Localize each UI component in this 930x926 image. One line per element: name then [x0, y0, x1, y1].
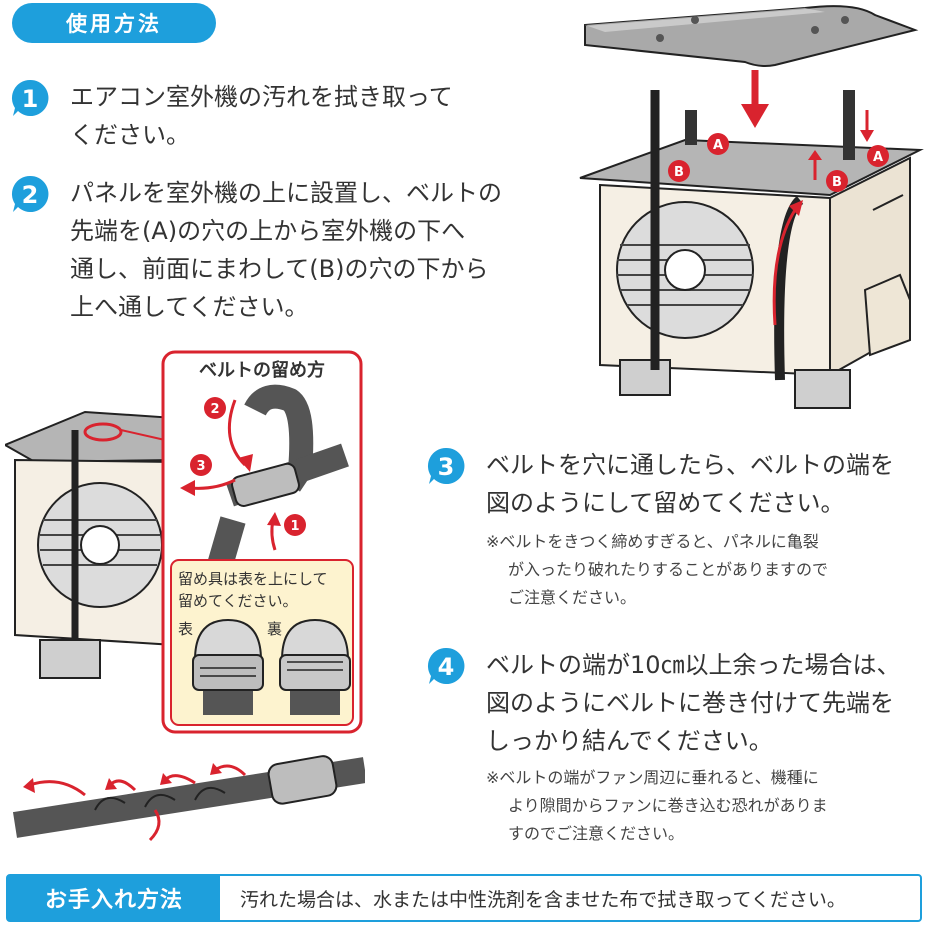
caution-line-1: 留め具は表を上にして	[178, 570, 328, 588]
care-instructions-bar: お手入れ方法 汚れた場合は、水または中性洗剤を含ませた布で拭き取ってください。	[6, 874, 922, 922]
step-4-text: ベルトの端が10㎝以上余った場合は、 図のようにベルトに巻き付けて先端を しっか…	[486, 646, 901, 760]
back-label: 裏	[267, 620, 282, 638]
step-4-line-2: 図のようにベルトに巻き付けて先端を	[486, 689, 894, 717]
step-4-line-3: しっかり結んでください。	[486, 727, 773, 755]
caution-line-2: 留めてください。	[178, 592, 298, 610]
step-4-note-line-1: ※ベルトの端がファン周辺に垂れると、機種に	[486, 768, 819, 787]
step-3-line-1: ベルトを穴に通したら、ベルトの端を	[486, 451, 894, 479]
step-3-badge-icon: 3	[427, 447, 465, 484]
step-3-line-2: 図のようにして留めてください。	[486, 489, 845, 517]
step-1-text: エアコン室外機の汚れを拭き取って ください。	[70, 78, 453, 154]
step-1-badge-icon: 1	[11, 79, 49, 116]
step-2-line-3: 通し、前面にまわして(B)の穴の下から	[70, 255, 489, 283]
belt-box-title: ベルトの留め方	[199, 359, 325, 381]
step-3-note-line-1: ※ベルトをきつく締めすぎると、パネルに亀裂	[486, 532, 819, 551]
care-instructions-label: お手入れ方法	[8, 876, 220, 920]
step-3-note-line-3: ご注意ください。	[508, 588, 637, 607]
label-a-right: A	[873, 150, 883, 165]
step-4-number: 4	[438, 653, 455, 681]
belt-fastening-diagram: ベルトの留め方 2 3 1 留め具は表を上にして 留めてください。 表 裏	[5, 350, 363, 734]
section-title-usage: 使用方法	[12, 3, 216, 43]
step-1-line-1: エアコン室外機の汚れを拭き取って	[70, 83, 453, 111]
step-3-number: 3	[438, 453, 455, 481]
step-3-text: ベルトを穴に通したら、ベルトの端を 図のようにして留めてください。	[486, 446, 894, 522]
step-4-line-1: ベルトの端が10㎝以上余った場合は、	[486, 651, 901, 679]
step-3-note: ※ベルトをきつく締めすぎると、パネルに亀裂 が入ったり破れたりすることがあります…	[486, 528, 828, 612]
step-2-line-1: パネルを室外機の上に設置し、ベルトの	[70, 179, 502, 207]
belt-step-2-label: 2	[210, 402, 219, 417]
step-2-line-4: 上へ通してください。	[70, 293, 309, 321]
step-1-line-2: ください。	[70, 121, 190, 149]
step-3-note-line-2: が入ったり破れたりすることがありますので	[508, 560, 829, 579]
step-1-number: 1	[22, 85, 39, 113]
step-4-badge-icon: 4	[427, 647, 465, 684]
belt-step-3-label: 3	[196, 459, 205, 474]
care-instructions-text: 汚れた場合は、水または中性洗剤を含ませた布で拭き取ってください。	[240, 888, 846, 911]
ac-unit-top-diagram: A A B B	[579, 5, 924, 409]
step-4-note-line-3: すのでご注意ください。	[508, 824, 685, 843]
step-4-note: ※ベルトの端がファン周辺に垂れると、機種に より隙間からファンに巻き込む恐れがあ…	[486, 764, 828, 848]
label-b-left: B	[674, 165, 684, 180]
step-2-badge-icon: 2	[11, 175, 49, 212]
down-arrow-icon	[741, 104, 769, 128]
step-4-note-line-2: より隙間からファンに巻き込む恐れがありま	[508, 796, 828, 815]
label-a-left: A	[713, 138, 723, 153]
step-2-text: パネルを室外機の上に設置し、ベルトの 先端を(A)の穴の上から室外機の下へ 通し…	[70, 174, 502, 326]
step-2-line-2: 先端を(A)の穴の上から室外機の下へ	[70, 217, 466, 245]
step-2-number: 2	[22, 181, 39, 209]
belt-step-1-label: 1	[290, 519, 299, 534]
belt-wrap-diagram	[12, 755, 365, 842]
front-label: 表	[178, 620, 193, 638]
label-b-right: B	[832, 175, 842, 190]
